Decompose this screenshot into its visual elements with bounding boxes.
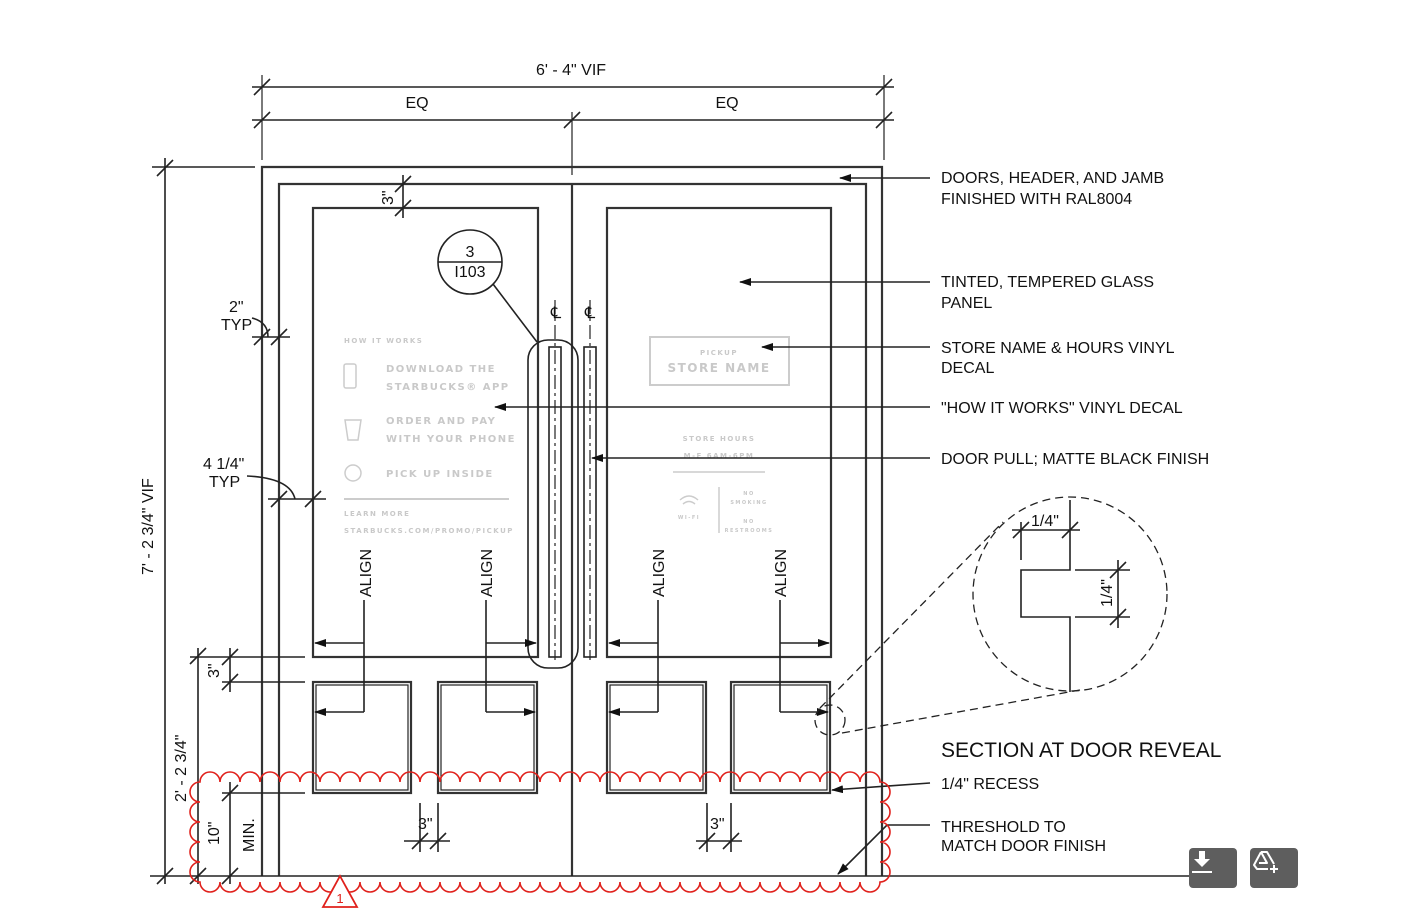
svg-text:NO: NO bbox=[743, 519, 754, 525]
pickup-icon bbox=[344, 464, 362, 482]
svg-text:ALIGN: ALIGN bbox=[479, 549, 496, 597]
svg-text:STORE HOURS: STORE HOURS bbox=[683, 435, 756, 443]
svg-text:M-F 6AM-6PM: M-F 6AM-6PM bbox=[684, 452, 755, 460]
svg-text:2": 2" bbox=[229, 299, 244, 316]
overall-width-label: 6' - 4" VIF bbox=[536, 62, 606, 79]
svg-text:ALIGN: ALIGN bbox=[773, 549, 790, 597]
svg-text:RESTROOMS: RESTROOMS bbox=[725, 528, 774, 534]
svg-text:THRESHOLD TO: THRESHOLD TO bbox=[941, 819, 1066, 836]
svg-text:3": 3" bbox=[418, 816, 433, 833]
note-leaders bbox=[494, 174, 931, 875]
svg-text:TYP: TYP bbox=[209, 474, 240, 491]
svg-text:TINTED, TEMPERED GLASS: TINTED, TEMPERED GLASS bbox=[941, 274, 1154, 291]
svg-text:NO: NO bbox=[743, 491, 754, 497]
svg-text:PANEL: PANEL bbox=[941, 295, 992, 312]
svg-text:STORE NAME: STORE NAME bbox=[667, 361, 770, 375]
svg-text:TYP: TYP bbox=[221, 317, 252, 334]
add-to-drive-button[interactable] bbox=[1250, 848, 1298, 888]
svg-text:2' - 2 3/4": 2' - 2 3/4" bbox=[173, 735, 190, 802]
svg-text:PICKUP: PICKUP bbox=[700, 349, 738, 357]
top-dimensions: 6' - 4" VIF EQ EQ bbox=[252, 62, 894, 175]
svg-text:ALIGN: ALIGN bbox=[358, 549, 375, 597]
svg-text:ALIGN: ALIGN bbox=[651, 549, 668, 597]
centerline-symbol: ℄ bbox=[584, 305, 596, 322]
download-icon bbox=[1192, 851, 1212, 873]
notes: DOORS, HEADER, AND JAMB FINISHED WITH RAL… bbox=[941, 170, 1221, 855]
align-markers: ALIGN ALIGN ALIGN ALIGN bbox=[314, 549, 830, 716]
svg-text:MATCH DOOR FINISH: MATCH DOOR FINISH bbox=[941, 838, 1106, 855]
svg-text:PICK UP INSIDE: PICK UP INSIDE bbox=[386, 469, 494, 480]
svg-text:3: 3 bbox=[466, 244, 475, 261]
svg-text:4 1/4": 4 1/4" bbox=[203, 456, 244, 473]
revision-triangle[interactable]: 1 bbox=[321, 874, 359, 908]
download-button[interactable] bbox=[1189, 848, 1237, 888]
svg-text:3": 3" bbox=[380, 190, 397, 205]
right-glass-panel bbox=[605, 206, 833, 659]
svg-text:DECAL: DECAL bbox=[941, 360, 994, 377]
svg-text:10": 10" bbox=[206, 822, 223, 845]
svg-text:7' - 2 3/4" VIF: 7' - 2 3/4" VIF bbox=[140, 478, 157, 575]
side-dimensions: 7' - 2 3/4" VIF 2' - 2 3/4" 10" MIN. 3" … bbox=[140, 158, 742, 885]
svg-text:MIN.: MIN. bbox=[241, 818, 258, 852]
detail-callout[interactable]: 3 I103 bbox=[437, 229, 538, 343]
eq-right-label: EQ bbox=[715, 95, 738, 112]
phone-tap-icon bbox=[343, 363, 357, 389]
svg-text:WI-FI: WI-FI bbox=[678, 515, 700, 521]
svg-text:SMOKING: SMOKING bbox=[730, 500, 767, 506]
svg-text:"HOW IT WORKS" VINYL DECAL: "HOW IT WORKS" VINYL DECAL bbox=[941, 400, 1183, 417]
svg-text:WITH YOUR PHONE: WITH YOUR PHONE bbox=[386, 434, 516, 445]
door-frame bbox=[150, 165, 1195, 877]
eq-left-label: EQ bbox=[405, 95, 428, 112]
svg-text:FINISHED WITH RAL8004: FINISHED WITH RAL8004 bbox=[941, 191, 1132, 208]
section-detail: 1/4" 1/4" bbox=[814, 496, 1168, 736]
svg-text:STARBUCKS® APP: STARBUCKS® APP bbox=[386, 382, 510, 393]
left-glass-panel bbox=[311, 206, 540, 659]
svg-text:STARBUCKS.COM/PROMO/PICKUP: STARBUCKS.COM/PROMO/PICKUP bbox=[344, 527, 514, 535]
revision-cloud bbox=[189, 771, 891, 893]
svg-text:1/4": 1/4" bbox=[1031, 513, 1059, 530]
centerline-symbol: ℄ bbox=[550, 305, 562, 322]
how-it-works-decal: HOW IT WORKS DOWNLOAD THE STARBUCKS® APP… bbox=[343, 337, 516, 535]
svg-text:1: 1 bbox=[336, 891, 343, 906]
svg-text:LEARN MORE: LEARN MORE bbox=[344, 510, 410, 518]
add-to-drive-icon bbox=[1253, 851, 1278, 873]
store-name-decal: PICKUP STORE NAME STORE HOURS M-F 6AM-6P… bbox=[649, 336, 790, 534]
svg-text:1/4": 1/4" bbox=[1099, 579, 1116, 607]
svg-text:3": 3" bbox=[710, 816, 725, 833]
svg-text:ORDER AND PAY: ORDER AND PAY bbox=[386, 416, 496, 427]
svg-text:STORE NAME & HOURS VINYL: STORE NAME & HOURS VINYL bbox=[941, 340, 1175, 357]
svg-text:DOORS, HEADER, AND JAMB: DOORS, HEADER, AND JAMB bbox=[941, 170, 1164, 187]
svg-text:DOOR PULL; MATTE BLACK FINISH: DOOR PULL; MATTE BLACK FINISH bbox=[941, 451, 1209, 468]
section-title: SECTION AT DOOR REVEAL bbox=[941, 739, 1221, 762]
svg-text:I103: I103 bbox=[454, 264, 485, 281]
svg-text:1/4" RECESS: 1/4" RECESS bbox=[941, 776, 1039, 793]
svg-text:HOW IT WORKS: HOW IT WORKS bbox=[344, 337, 423, 345]
door-pulls: ℄ ℄ bbox=[527, 300, 597, 669]
svg-text:3": 3" bbox=[206, 663, 223, 678]
svg-text:DOWNLOAD THE: DOWNLOAD THE bbox=[386, 364, 496, 375]
cup-icon bbox=[344, 419, 362, 441]
wifi-icon bbox=[679, 495, 699, 505]
